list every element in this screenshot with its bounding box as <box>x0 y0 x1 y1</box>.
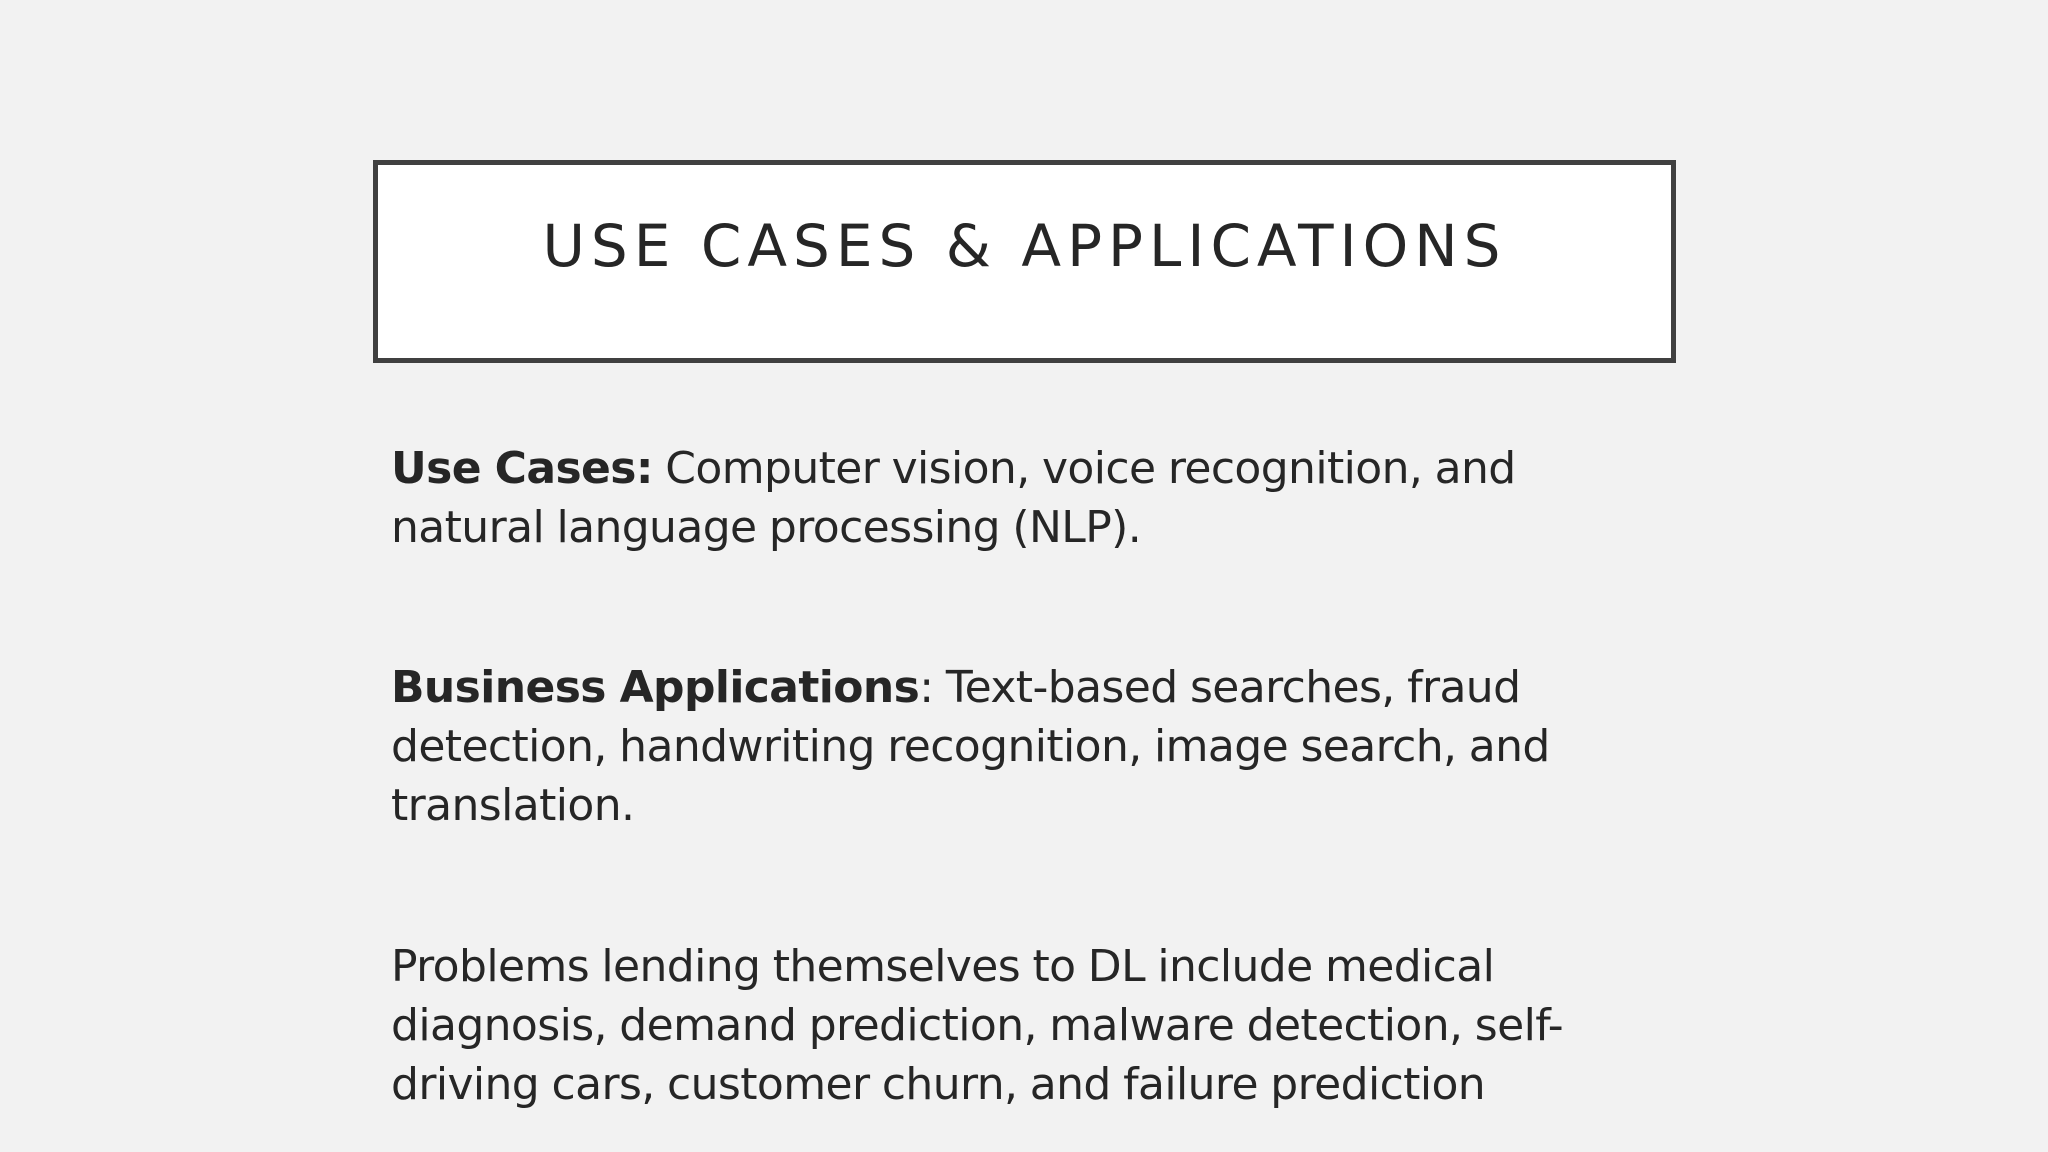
paragraph-dl-problems: Problems lending themselves to DL includ… <box>391 937 1651 1114</box>
slide-title: USE CASES & APPLICATIONS <box>542 212 1507 280</box>
dl-problems-text: Problems lending themselves to DL includ… <box>391 941 1564 1110</box>
use-cases-heading: Use Cases: <box>391 443 653 494</box>
paragraph-use-cases: Use Cases: Computer vision, voice recogn… <box>391 439 1651 557</box>
business-applications-heading: Business Applications <box>391 662 920 713</box>
business-applications-text: Text-based searches, fraud detection, ha… <box>391 662 1550 831</box>
use-cases-separator <box>653 443 665 494</box>
title-box: USE CASES & APPLICATIONS <box>373 160 1676 363</box>
business-applications-separator: : <box>919 662 946 713</box>
use-cases-text: Computer vision, voice recognition, and … <box>391 443 1516 553</box>
paragraph-business-applications: Business Applications: Text-based search… <box>391 658 1651 835</box>
